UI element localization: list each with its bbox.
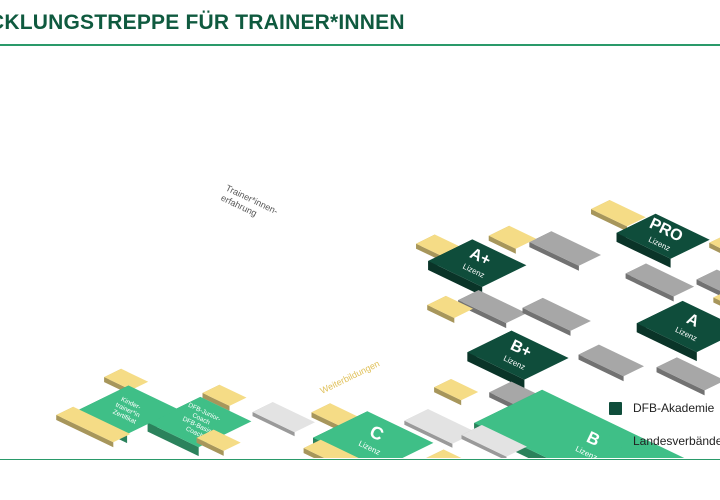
pad-pro-right-side-front bbox=[709, 242, 720, 253]
step-entry-c-top bbox=[252, 402, 315, 433]
header-rule bbox=[0, 44, 720, 46]
annotation-trainer-experience: Trainer*innen-erfahrung bbox=[219, 183, 279, 219]
pad-aplus-top bbox=[488, 225, 537, 254]
step-bplus-a-top bbox=[578, 344, 644, 377]
step-a-b-top bbox=[656, 357, 720, 391]
block-a bbox=[636, 300, 720, 362]
step-entry-c bbox=[252, 402, 315, 437]
step-aplus-bplus-2 bbox=[522, 297, 591, 336]
block-pro-top bbox=[616, 213, 710, 259]
pad-b-left bbox=[434, 379, 479, 406]
pad-pro-right-top bbox=[709, 237, 720, 248]
pad-c-left-top bbox=[311, 403, 358, 426]
pad-entry-mid bbox=[202, 384, 247, 411]
pad-entry-front bbox=[56, 406, 131, 448]
pad-entry-right-top bbox=[196, 429, 241, 451]
block-a-plus-top bbox=[428, 239, 527, 287]
legend: DFB-Akademie Landesverbände bbox=[609, 400, 720, 466]
block-a-side-front bbox=[636, 323, 697, 362]
step-entry-c-side-front bbox=[252, 412, 295, 437]
pad-a-top-top bbox=[713, 294, 720, 301]
step-c-b-top bbox=[404, 409, 477, 444]
step-bplus-a bbox=[578, 344, 644, 382]
step-aplus-bplus-2-side-front bbox=[522, 307, 571, 336]
step-c-b bbox=[404, 409, 477, 448]
block-junior bbox=[147, 396, 252, 457]
block-junior-top bbox=[147, 396, 252, 448]
step-pro-a2-top bbox=[696, 269, 720, 291]
step-aplus-pro-side-front bbox=[529, 242, 579, 271]
pad-entry-mid-side-front bbox=[202, 393, 230, 411]
legend-swatch-dfb bbox=[609, 401, 622, 415]
step-aplus-pro bbox=[529, 231, 601, 271]
pad-c-front-side-front bbox=[303, 448, 325, 458]
pad-entry-right-side-front bbox=[196, 437, 224, 456]
step-pro-a-side-front bbox=[625, 273, 674, 302]
step-pro-a-top bbox=[625, 263, 695, 297]
pad-c-front bbox=[303, 439, 359, 458]
annotation-weiterbildungen-line: Weiterbildungen bbox=[318, 358, 381, 395]
legend-label-lv: Landesverbände bbox=[633, 434, 720, 448]
pad-b-left-top bbox=[434, 379, 479, 401]
step-bplus-a-side-front bbox=[578, 354, 624, 382]
pad-aplus-top-top bbox=[488, 225, 537, 249]
block-b-plus-side-front bbox=[467, 352, 525, 389]
pad-pro-left-top bbox=[591, 200, 646, 227]
block-junior-side-front bbox=[147, 422, 199, 457]
step-aplus-bplus-top bbox=[458, 290, 527, 324]
page-title: CKLUNGSTREPPE FÜR TRAINER*INNEN bbox=[0, 11, 405, 34]
pad-c-right bbox=[426, 449, 462, 458]
step-pro-a2 bbox=[696, 269, 720, 296]
legend-label-dfb: DFB-Akademie bbox=[633, 401, 715, 415]
step-c-b-side-front bbox=[404, 420, 453, 448]
block-c-top bbox=[313, 411, 434, 458]
step-pro-a bbox=[625, 263, 695, 302]
block-b-plus-label: B+Lizenz bbox=[502, 337, 534, 372]
step-pro-a2-side-front bbox=[696, 279, 720, 296]
step-aplus-bplus-2-top bbox=[522, 297, 591, 331]
pad-pro-left-side-front bbox=[591, 209, 627, 232]
step-a-b bbox=[656, 357, 720, 396]
block-pro bbox=[616, 213, 710, 268]
development-stairs-diagram: PROLizenzA+LizenzALizenzB+LizenzBLizenzC… bbox=[56, 183, 720, 458]
block-a-plus-side-front bbox=[428, 261, 483, 296]
legend-swatch-lv bbox=[609, 434, 622, 448]
pad-entry-front-side-front bbox=[56, 415, 114, 448]
annotation-weiterbildungen: Weiterbildungen bbox=[318, 358, 381, 395]
pad-entry-right bbox=[196, 429, 241, 456]
block-b-plus-top bbox=[467, 330, 569, 380]
block-pro-side-front bbox=[616, 232, 671, 268]
step-c-b-2-top bbox=[461, 425, 527, 457]
pad-c-left-side-front bbox=[311, 412, 339, 431]
pad-a-top bbox=[713, 294, 720, 306]
legend-item-lv: Landesverbände bbox=[609, 433, 720, 449]
step-a-b-side-front bbox=[656, 367, 705, 396]
pad-pro-left bbox=[591, 200, 646, 232]
pad-aplus-top-side-front bbox=[488, 235, 516, 254]
pad-bplus-left bbox=[427, 295, 473, 323]
step-c-b-2 bbox=[461, 425, 527, 458]
pad-entry-left-top bbox=[104, 368, 149, 390]
pad-c-right-top bbox=[426, 449, 462, 458]
pad-c-left bbox=[311, 403, 358, 431]
block-b-plus bbox=[467, 330, 569, 389]
block-a-plus bbox=[428, 239, 527, 296]
pad-bplus-left-top bbox=[427, 295, 473, 318]
pad-pro-right bbox=[709, 237, 720, 253]
pad-a-top-side-front bbox=[713, 297, 720, 306]
block-a-top bbox=[636, 300, 720, 353]
pad-bplus-left-side-front bbox=[427, 305, 455, 323]
step-c-b-2-side-front bbox=[461, 435, 507, 458]
step-aplus-bplus-side-front bbox=[458, 300, 507, 329]
pad-b-left-side-front bbox=[434, 387, 462, 406]
pad-entry-mid-top bbox=[202, 384, 247, 406]
block-b-top bbox=[474, 389, 685, 458]
step-aplus-pro-top bbox=[529, 231, 601, 266]
step-aplus-bplus bbox=[458, 290, 527, 329]
footer-rule bbox=[0, 459, 720, 460]
pad-c-front-top bbox=[303, 439, 359, 458]
legend-item-dfb: DFB-Akademie bbox=[609, 400, 720, 416]
pad-entry-front-top bbox=[56, 406, 131, 443]
